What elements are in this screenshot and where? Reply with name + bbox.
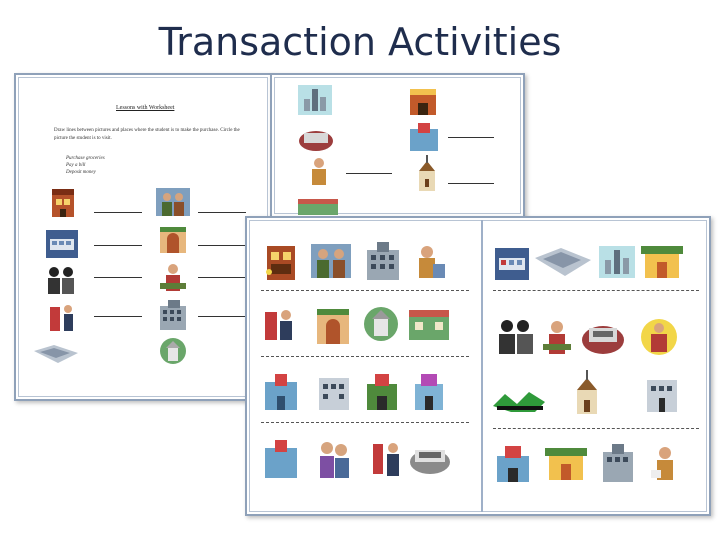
answer-line[interactable]: [346, 173, 392, 174]
restaurant-icon: [409, 308, 449, 340]
store-icon: [641, 242, 683, 278]
hospital-icon: [265, 440, 297, 478]
hospital-icon: [265, 374, 297, 410]
people-icon: [317, 440, 351, 478]
worksheet-instructions: Draw lines between pictures and places w…: [54, 128, 240, 141]
bank-icon: [365, 374, 399, 410]
bank-icon: [495, 446, 531, 482]
dashed-divider: [261, 422, 469, 423]
hospital-icon: [319, 374, 349, 410]
task-item: Deposit money: [66, 170, 96, 175]
mall-icon: [581, 318, 625, 356]
city-icon: [298, 85, 332, 115]
dashed-divider: [261, 290, 469, 291]
people-icon: [44, 266, 78, 294]
bus-icon: [495, 248, 529, 280]
worksheet-page-2: [270, 73, 525, 218]
cashier-icon: [373, 440, 401, 478]
store-icon: [48, 187, 78, 219]
cashier-icon: [413, 244, 447, 280]
restaurant-icon: [298, 199, 338, 215]
cashier-icon: [50, 303, 76, 333]
people-icon: [495, 318, 535, 354]
restaurant-icon: [315, 306, 351, 344]
answer-line[interactable]: [448, 137, 494, 138]
dashed-divider: [493, 290, 699, 291]
church-icon: [363, 306, 399, 342]
hospital-icon: [647, 374, 677, 412]
answer-line[interactable]: [198, 316, 246, 317]
restaurant-icon: [158, 225, 188, 255]
mall-icon: [34, 345, 78, 363]
bus-icon: [46, 230, 78, 258]
task-item: Purchase groceries: [66, 156, 105, 161]
worksheet-task-list: Purchase groceries Pay a bill Deposit mo…: [66, 155, 105, 176]
store-icon: [263, 242, 299, 282]
answer-line[interactable]: [94, 277, 142, 278]
bank-icon: [413, 374, 445, 410]
task-item: Pay a bill: [66, 163, 86, 168]
answer-line[interactable]: [448, 183, 494, 184]
hospital-icon: [365, 242, 401, 280]
cashier-icon: [639, 318, 679, 356]
worksheet-title: Lessons with Worksheet: [116, 105, 175, 111]
mall-icon: [535, 248, 591, 276]
hospital-icon: [158, 300, 188, 330]
cashier-icon: [160, 263, 186, 293]
answer-line[interactable]: [198, 212, 246, 213]
mall-icon: [298, 123, 334, 153]
worksheet-border: [274, 77, 521, 214]
people-icon: [156, 188, 190, 216]
store-icon: [408, 87, 438, 117]
dashed-divider: [493, 428, 699, 429]
answer-line[interactable]: [198, 245, 246, 246]
cashier-icon: [543, 320, 571, 356]
mall-icon: [409, 440, 451, 476]
store-icon: [545, 444, 587, 480]
worksheet-page-3: [245, 216, 711, 516]
answer-line[interactable]: [94, 316, 142, 317]
slide-title: Transaction Activities: [158, 20, 562, 64]
city-icon: [599, 246, 635, 278]
answer-line[interactable]: [94, 212, 142, 213]
people-icon: [311, 244, 351, 278]
page-divider: [481, 220, 483, 512]
cashier-icon: [265, 308, 295, 342]
church-icon: [416, 155, 438, 191]
hospital-icon: [410, 123, 438, 153]
cashier-icon: [651, 446, 679, 482]
church-icon: [573, 370, 601, 414]
church-icon: [158, 337, 188, 365]
answer-line[interactable]: [94, 245, 142, 246]
restaurant-icon: [491, 386, 547, 414]
worksheet-page-1: Lessons with Worksheet Draw lines betwee…: [14, 73, 272, 401]
answer-line[interactable]: [198, 277, 246, 278]
hospital-icon: [601, 444, 635, 482]
worksheet-border: [249, 220, 707, 512]
dashed-divider: [261, 356, 469, 357]
cashier-icon: [306, 157, 332, 187]
